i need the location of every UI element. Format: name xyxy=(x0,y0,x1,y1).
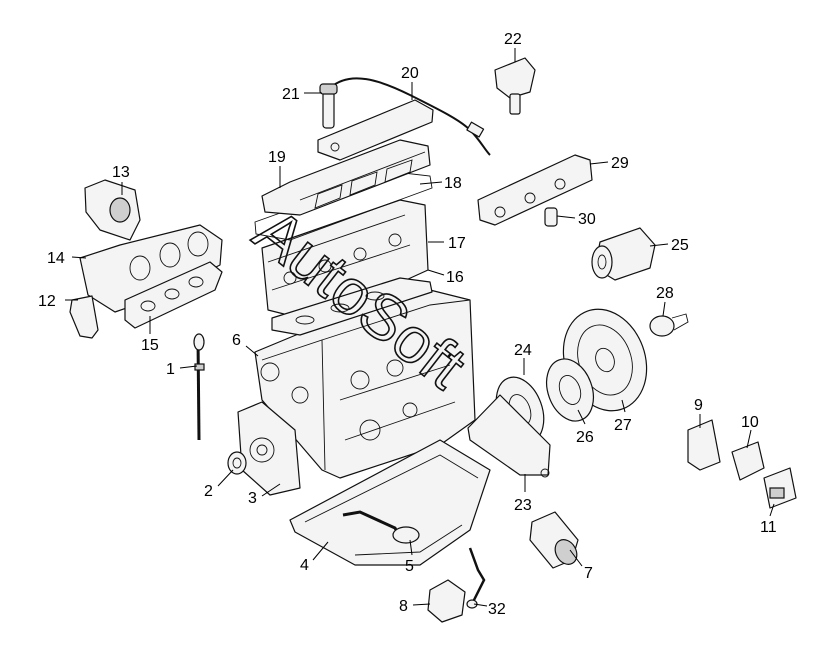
callout-15: 15 xyxy=(141,337,159,354)
rear-cover-plate xyxy=(467,394,551,478)
fuel-pressure-sensor xyxy=(544,207,558,227)
callout-11: 11 xyxy=(760,519,777,536)
oil-filter xyxy=(529,511,579,569)
callout-28: 28 xyxy=(656,285,674,302)
callout-14: 14 xyxy=(47,250,65,267)
callout-23: 23 xyxy=(514,497,532,514)
callout-32: 32 xyxy=(488,601,506,618)
cylinder-head-gasket xyxy=(271,277,433,336)
ignition-coil-cover xyxy=(317,99,434,161)
callout-9: 9 xyxy=(694,397,703,414)
manifold-bracket xyxy=(69,295,99,339)
cylinder-block xyxy=(254,289,476,479)
position-sensor xyxy=(649,313,689,337)
callout-12: 12 xyxy=(38,293,56,310)
callout-3: 3 xyxy=(248,490,257,507)
callout-19: 19 xyxy=(268,149,286,166)
oil-pressure-switch xyxy=(427,579,466,623)
intake-manifold-gasket xyxy=(124,261,223,329)
leader-lines xyxy=(65,48,775,607)
engine-mount-9 xyxy=(687,419,721,471)
callout-10: 10 xyxy=(741,414,759,431)
callout-22: 22 xyxy=(504,31,522,48)
callout-18: 18 xyxy=(444,175,462,192)
callout-labels: 1 2 3 4 5 6 7 8 9 10 11 12 13 14 15 16 1… xyxy=(38,31,777,618)
intake-manifold xyxy=(79,224,223,313)
callout-29: 29 xyxy=(611,155,629,172)
engine-mount-10 xyxy=(731,441,765,481)
starter-motor xyxy=(591,227,656,281)
throttle-body xyxy=(84,179,141,241)
callout-4: 4 xyxy=(300,557,309,574)
oil-strainer xyxy=(342,510,420,544)
callout-26: 26 xyxy=(576,429,594,446)
callout-2: 2 xyxy=(204,483,213,500)
engine-mount-11 xyxy=(763,467,797,509)
cylinder-head-cover xyxy=(261,139,431,216)
callout-5: 5 xyxy=(405,558,414,575)
callout-6: 6 xyxy=(232,332,241,349)
callout-17: 17 xyxy=(448,235,466,252)
callout-8: 8 xyxy=(399,598,408,615)
clutch-cover xyxy=(546,358,594,422)
spark-plug-wire xyxy=(329,77,491,156)
callout-30: 30 xyxy=(578,211,596,228)
front-timing-cover xyxy=(237,401,301,496)
spark-plug xyxy=(319,83,338,129)
ignition-coil xyxy=(494,57,536,115)
callout-16: 16 xyxy=(446,269,464,286)
oil-pipe xyxy=(466,547,486,609)
oil-pan xyxy=(289,439,491,566)
callout-25: 25 xyxy=(671,237,689,254)
wire-connector xyxy=(466,121,485,138)
callout-20: 20 xyxy=(401,65,419,82)
callout-1: 1 xyxy=(166,361,175,378)
callout-24: 24 xyxy=(514,342,532,359)
dipstick xyxy=(193,333,205,441)
callout-7: 7 xyxy=(584,565,593,582)
crankshaft-pulley xyxy=(227,451,247,475)
fuel-rail xyxy=(477,154,593,226)
callout-13: 13 xyxy=(112,164,130,181)
callout-27: 27 xyxy=(614,417,632,434)
callout-21: 21 xyxy=(282,86,300,103)
